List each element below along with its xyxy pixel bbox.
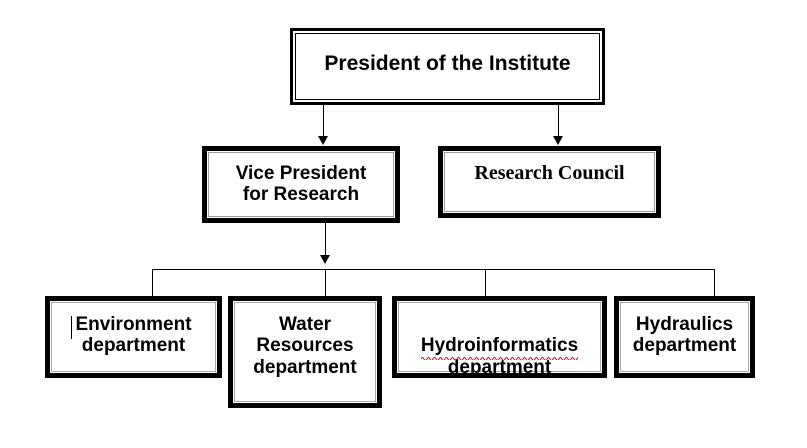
node-hydraulics-department-inner: Hydraulics department [620, 302, 749, 372]
node-vice-president-research-inner: Vice President for Research [208, 152, 394, 217]
connector-president-to-vice-president-arrowhead [318, 136, 328, 145]
connector-bus-to-hydraulics-line [714, 269, 715, 296]
node-research-council-inner: Research Council [444, 152, 655, 212]
connector-president-to-research-council-arrowhead [553, 136, 563, 145]
node-environment-department-inner: Environment department [51, 302, 216, 372]
connector-bus-to-water-resources-line [325, 269, 326, 296]
text-caret [71, 316, 72, 339]
node-research-council[interactable]: Research Council [438, 146, 661, 218]
node-hydraulics-department[interactable]: Hydraulics department [614, 296, 755, 378]
node-vice-president-research-label: Vice President for Research [235, 163, 367, 206]
node-water-resources-department-inner: Water Resources department [234, 302, 376, 402]
spellcheck-flagged-word: Hydroinformatics [420, 335, 579, 360]
node-water-resources-department-label: Water Resources department [253, 314, 357, 378]
department-bus-line [152, 269, 714, 270]
connector-president-to-research-council-line [558, 105, 559, 138]
node-environment-department-label: Environment department [75, 314, 192, 357]
node-president-label: President of the Institute [324, 52, 571, 75]
spellcheck-squiggle-icon [420, 356, 579, 360]
node-environment-department[interactable]: Environment department [45, 296, 222, 378]
node-hydroinformatics-department-label-line2: department [447, 356, 552, 378]
node-president-inner: President of the Institute [295, 33, 600, 100]
connector-president-to-vice-president-line [323, 105, 324, 138]
connector-bus-to-environment-line [152, 269, 153, 296]
connector-bus-to-hydroinformatics-line [485, 269, 486, 296]
node-hydroinformatics-department-label-line1: Hydroinformatics [420, 335, 579, 357]
node-president[interactable]: President of the Institute [290, 28, 605, 105]
connector-vice-president-to-bus-arrowhead [320, 255, 330, 264]
node-vice-president-research[interactable]: Vice President for Research [202, 146, 400, 223]
node-hydraulics-department-label: Hydraulics department [632, 314, 737, 357]
node-water-resources-department[interactable]: Water Resources department [228, 296, 382, 408]
connector-vice-president-to-bus-line [325, 223, 326, 257]
node-research-council-label: Research Council [474, 162, 625, 184]
